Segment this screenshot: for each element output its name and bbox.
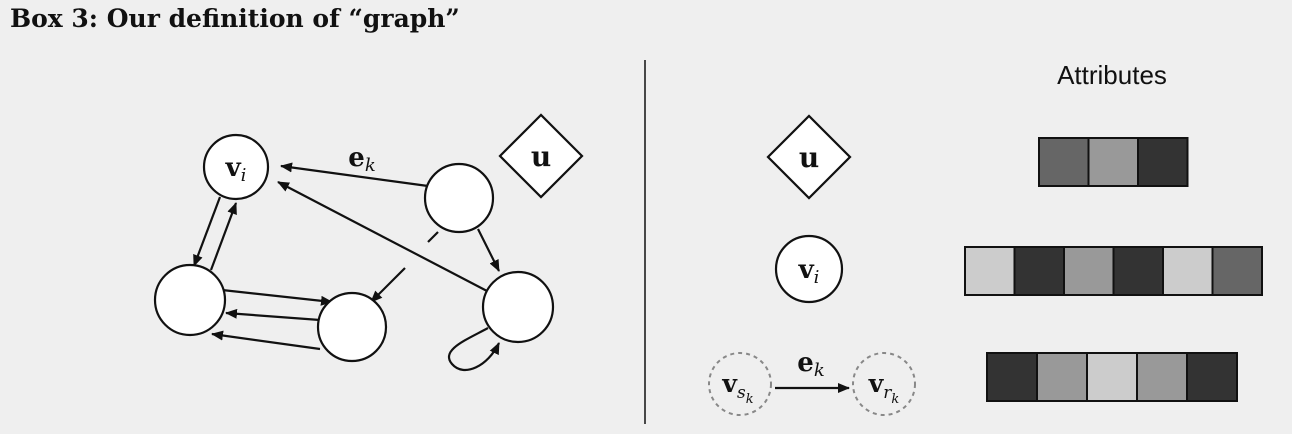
node-attribute-cell [1162,246,1214,296]
node-attribute-cell [1211,246,1263,296]
legend-receiver-node [852,352,916,416]
global-diamond [498,113,584,199]
node-attribute-cell [1013,246,1065,296]
legend-node [774,234,844,304]
attributes-heading: Attributes [1057,60,1167,90]
node-left [153,263,227,337]
edge-to-middle [370,267,406,303]
node-middle [316,291,388,363]
legend-node-label: vi [798,255,820,288]
legend: Attributes u vi vsk ek vrk [708,60,1263,416]
edge-left-to-middle [221,288,333,306]
edge-top-right-to-right [477,228,500,272]
node-vi [202,133,270,201]
global-attribute-cell [1087,137,1139,187]
node-top-right [423,162,495,234]
legend-sender-label: vsk [721,369,753,407]
box-title: Box 3: Our definition of “graph” [10,4,460,33]
edge-right-to-vi [277,181,488,292]
node-attribute-vector [964,246,1263,296]
edge-left-to-vi [209,202,238,271]
legend-sender-node [708,352,772,416]
node-vi-label: vi [225,153,247,186]
global-attribute-vector [1038,137,1189,187]
edge-middle-to-left-1 [225,308,321,322]
edge-middle-to-left-2 [211,330,321,351]
edge-ek [280,162,429,188]
edge-attribute-cell [1136,352,1188,402]
legend-global-diamond [766,114,852,200]
global-attribute-cell [1137,137,1189,187]
node-attribute-cell [1112,246,1164,296]
node-attribute-cell [964,246,1016,296]
legend-receiver-label: vrk [868,369,900,407]
node-attribute-cell [1063,246,1115,296]
edge-attribute-vector [986,352,1238,402]
legend-edge-label: ek [797,348,824,381]
edge-attribute-cell [986,352,1038,402]
graph-edges [192,162,500,371]
edge-vi-to-left [192,196,222,267]
edge-dashed-segment [427,231,439,243]
example-graph: vi ek u [153,113,584,371]
edge-attribute-cell [1086,352,1138,402]
node-right [481,270,555,344]
edge-attribute-cell [1036,352,1088,402]
legend-global-label: u [799,141,819,174]
edge-attribute-cell [1186,352,1238,402]
edge-self-loop [448,327,500,371]
global-u-label: u [531,140,551,173]
edge-ek-label: ek [348,143,375,176]
global-attribute-cell [1038,137,1090,187]
